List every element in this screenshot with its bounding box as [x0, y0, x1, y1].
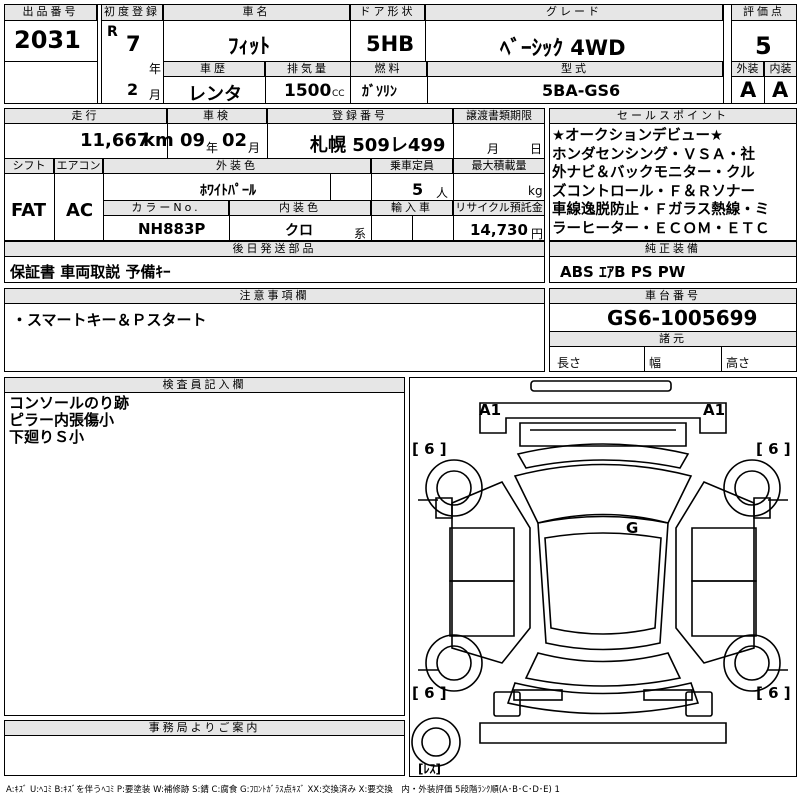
intcolor: クロ [285, 223, 313, 239]
car-name: ﾌｨｯﾄ [228, 34, 270, 58]
damage-mark-glass: G [626, 519, 639, 537]
shift-label: シフト [4, 158, 54, 174]
model-label: 型式 [427, 61, 723, 77]
car-name-label: 車名 [163, 4, 350, 21]
first-reg-label: 初度登録 [101, 4, 163, 21]
sales-points-label: セールスポイント [549, 108, 797, 124]
chassis-number: GS6-1005699 [607, 306, 758, 330]
shift: FAT [11, 200, 47, 221]
lot-no-label: 出品番号 [4, 4, 97, 21]
parts-label: 後日発送部品 [4, 241, 545, 257]
era: R [107, 24, 118, 40]
damage-diagram [409, 377, 797, 777]
interior-grade: A [772, 78, 789, 102]
inspection-year: 09 [180, 130, 206, 151]
score-label: 評価点 [731, 4, 797, 21]
first-reg-month: 2 [127, 80, 139, 99]
inspection-year-unit: 年 [206, 141, 219, 155]
inspector-line: ピラー内張傷小 [9, 411, 115, 429]
transfer-month: 月 [487, 142, 500, 156]
parts-value: 保証書 車両取説 予備ｷｰ [10, 263, 171, 281]
transfer-day: 日 [530, 142, 543, 156]
notes-value: ・スマートキー＆Ｐスタート [12, 311, 207, 329]
color-label: 外装色 [103, 158, 371, 174]
colorno-label: カラーNo. [103, 200, 229, 216]
sales-points-text: ★オークションデビュー★ ホンダセンシング・ＶＳＡ・社 外ナビ＆バックモニター・… [552, 127, 770, 238]
ac: AC [66, 200, 94, 221]
model: 5BA-GS6 [542, 81, 621, 100]
fuel: ｶﾞｿﾘﾝ [362, 84, 397, 100]
vehicle-info-block [4, 108, 545, 241]
mileage: 11,667 [80, 130, 150, 151]
year-unit: 年 [149, 62, 162, 76]
capacity-label: 乗車定員 [371, 158, 453, 174]
mileage-label: 走行 [4, 108, 167, 124]
interior-label: 内装 [764, 61, 797, 77]
grade: ﾍﾞｰｼｯｸ 4WD [500, 36, 626, 60]
transfer-label: 譲渡書類期限 [453, 108, 545, 124]
inspector-line: コンソールのり跡 [9, 394, 130, 412]
inspection-label: 車検 [167, 108, 267, 124]
intcolor-unit: 系 [354, 227, 367, 241]
inspection-month-unit: 月 [248, 141, 261, 155]
inspector-line: 下廻りＳ小 [9, 428, 85, 446]
recycle-label: リサイクル預託金 [453, 200, 545, 216]
loadcap-label: 最大積載量 [453, 158, 545, 174]
notes-label: 注意事項欄 [4, 288, 545, 304]
damage-mark-front-right: A1 [703, 401, 726, 419]
regno-label: 登録番号 [267, 108, 453, 124]
length-label: 長さ [557, 356, 582, 370]
sales-point-line: 車線逸脱防止・Ｆガラス熱線・ミ [552, 202, 770, 218]
dims-label: 諸元 [549, 331, 797, 347]
sales-point-line: ホンダセンシング・ＶＳＡ・社 [552, 146, 755, 163]
damage-mark-front-left: A1 [479, 401, 502, 419]
displacement-label: 排気量 [265, 61, 351, 77]
intcolor-label: 内装色 [229, 200, 371, 216]
month-unit: 月 [149, 88, 162, 102]
fuel-label: 燃料 [350, 61, 427, 77]
door-type: 5HB [366, 32, 415, 56]
recycle-unit: 円 [531, 227, 544, 241]
exterior-grade: A [740, 78, 757, 102]
km-unit: km [143, 130, 174, 151]
sales-point-line: ズコントロール・Ｆ＆Ｒソナー [552, 183, 755, 200]
chassis-label: 車台番号 [549, 288, 797, 304]
score: 5 [755, 32, 772, 60]
office-label: 事務局よりご案内 [4, 720, 405, 736]
inspector-label: 検査員記入欄 [4, 377, 405, 393]
recycle-fee: 14,730 [470, 221, 528, 239]
tire-rear-right: [ 6 ] [756, 684, 791, 702]
grade-label: グレード [425, 4, 723, 21]
history-label: 車歴 [163, 61, 265, 77]
ac-label: エアコン [54, 158, 103, 174]
spare-tire: [ﾚｽ] [418, 762, 441, 776]
width-label: 幅 [649, 356, 662, 370]
sales-point-line: ラーヒーター・ＥＣＯＭ・ＥＴＣ [552, 220, 770, 237]
regno: 札幌 509レ499 [310, 135, 446, 156]
tire-front-right: [ 6 ] [756, 440, 791, 458]
color: ﾎﾜｲﾄﾊﾟｰﾙ [200, 183, 256, 199]
sales-point-line: ★オークションデビュー★ [552, 128, 723, 144]
door-label: ドア形状 [350, 4, 425, 21]
height-label: 高さ [726, 356, 751, 370]
first-reg-year: 7 [126, 32, 141, 56]
equipment-label: 純正装備 [549, 241, 797, 257]
capacity-unit: 人 [436, 186, 449, 200]
equipment-value: ABS ｴｱB PS PW [560, 263, 686, 281]
import-label: 輸入車 [371, 200, 453, 216]
capacity: 5 [412, 180, 424, 199]
history: レンタ [188, 84, 242, 105]
displacement: 1500 [284, 81, 332, 101]
lot-no: 2031 [14, 26, 81, 54]
inspector-notes: コンソールのり跡 ピラー内張傷小 下廻りＳ小 [9, 395, 129, 446]
tire-front-left: [ 6 ] [412, 440, 447, 458]
colorno: NH883P [138, 220, 206, 238]
tire-rear-left: [ 6 ] [412, 684, 447, 702]
exterior-label: 外装 [731, 61, 764, 77]
sales-point-line: 外ナビ＆バックモニター・クル [552, 165, 755, 181]
legend-text: A:ｷｽﾞ U:ﾍｺﾐ B:ｷｽﾞを伴うﾍｺﾐ P:要塗装 W:補修跡 S:錆 … [6, 785, 560, 795]
cc-unit: CC [332, 89, 345, 99]
loadcap-unit: kg [528, 184, 543, 198]
inspection-month: 02 [222, 130, 248, 151]
